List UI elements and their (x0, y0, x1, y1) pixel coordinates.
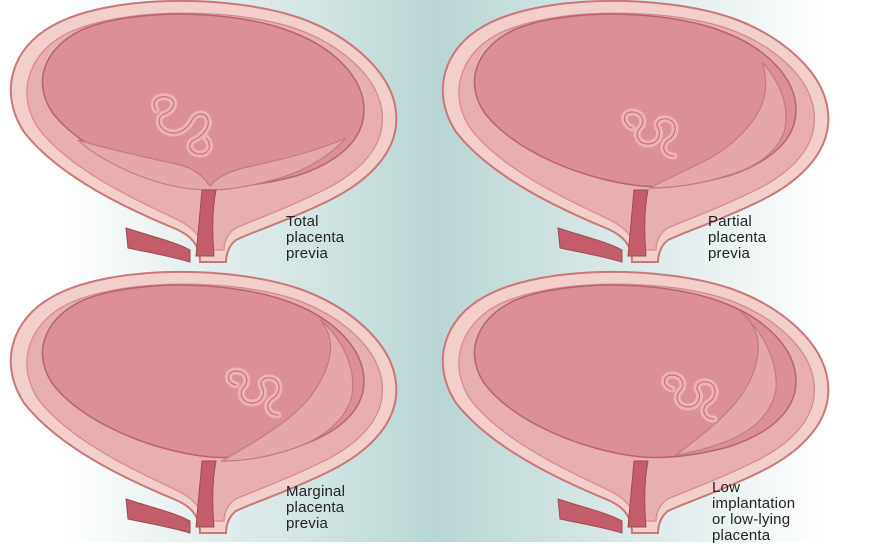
caption-line: previa (708, 246, 766, 262)
panel-total-placenta-previa: Total placenta previa (0, 0, 436, 271)
uterus-illustration-partial (436, 0, 872, 271)
caption-line: implantation (712, 496, 795, 512)
caption-total-placenta-previa: Total placenta previa (286, 214, 344, 262)
vaginal-wall (126, 228, 190, 262)
uterus-illustration-marginal (0, 271, 436, 542)
uterus-illustration-total (0, 0, 436, 271)
uterus-illustration-low-lying (436, 271, 872, 542)
caption-line: placenta (286, 230, 344, 246)
caption-line: previa (286, 246, 344, 262)
caption-marginal-placenta-previa: Marginal placenta previa (286, 484, 345, 532)
caption-line: Total (286, 214, 344, 230)
vaginal-wall (558, 499, 622, 533)
caption-low-lying-placenta: Low implantation or low-lying placenta (712, 480, 795, 544)
panel-low-lying-placenta: Low implantation or low-lying placenta (436, 271, 872, 542)
caption-line: Low (712, 480, 795, 496)
panel-marginal-placenta-previa: Marginal placenta previa (0, 271, 436, 542)
vaginal-wall (558, 228, 622, 262)
caption-line: placenta (708, 230, 766, 246)
vaginal-wall (126, 499, 190, 533)
caption-partial-placenta-previa: Partial placenta previa (708, 214, 766, 262)
caption-line: Partial (708, 214, 766, 230)
caption-line: Marginal (286, 484, 345, 500)
caption-line: previa (286, 516, 345, 532)
caption-line: placenta (286, 500, 345, 516)
panel-partial-placenta-previa: Partial placenta previa (436, 0, 872, 271)
caption-line: or low-lying (712, 512, 795, 528)
